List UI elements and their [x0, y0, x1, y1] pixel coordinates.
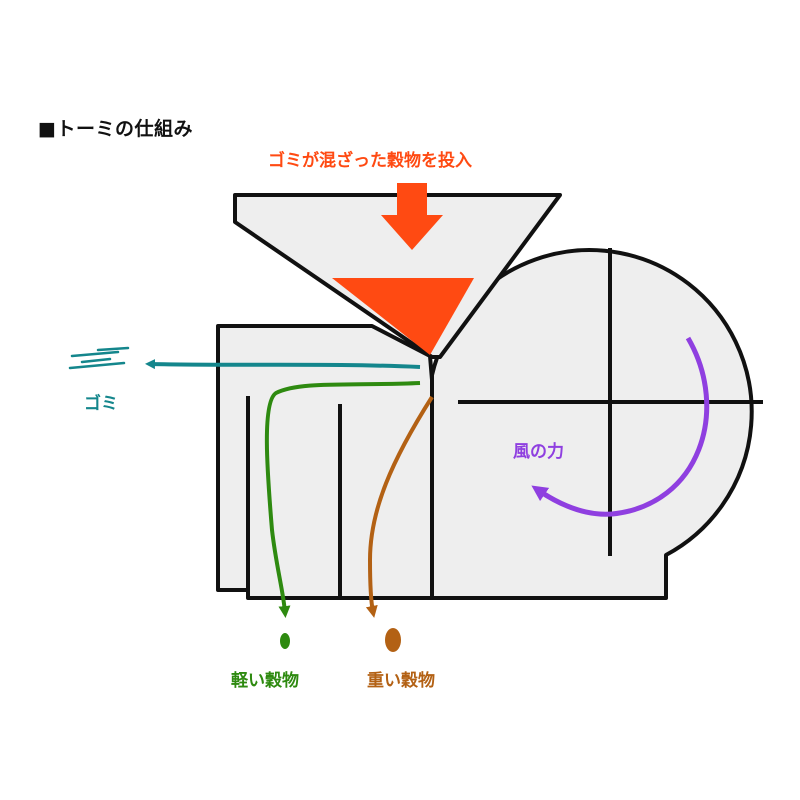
input-label: ゴミが混ざった穀物を投入 — [268, 151, 472, 171]
heavy-grain-label: 重い穀物 — [367, 671, 435, 691]
light-grain-kernel — [280, 633, 290, 649]
wind-arrow — [531, 336, 710, 517]
input-arrow — [381, 183, 443, 250]
heavy-grain-kernel — [385, 628, 401, 652]
wind-label: 風の力 — [513, 442, 564, 462]
grain-triangle — [332, 278, 474, 355]
heavy-grain-flow-arrow — [365, 395, 434, 618]
hopper — [233, 193, 562, 359]
dust-label: ゴミ — [84, 394, 118, 414]
light-grain-label: 軽い穀物 — [231, 671, 299, 691]
dust-particles — [68, 346, 130, 370]
light-grain-flow-arrow — [264, 381, 421, 618]
page-title: ■トーミの仕組み — [38, 118, 193, 140]
dust-flow-arrow — [145, 359, 421, 370]
